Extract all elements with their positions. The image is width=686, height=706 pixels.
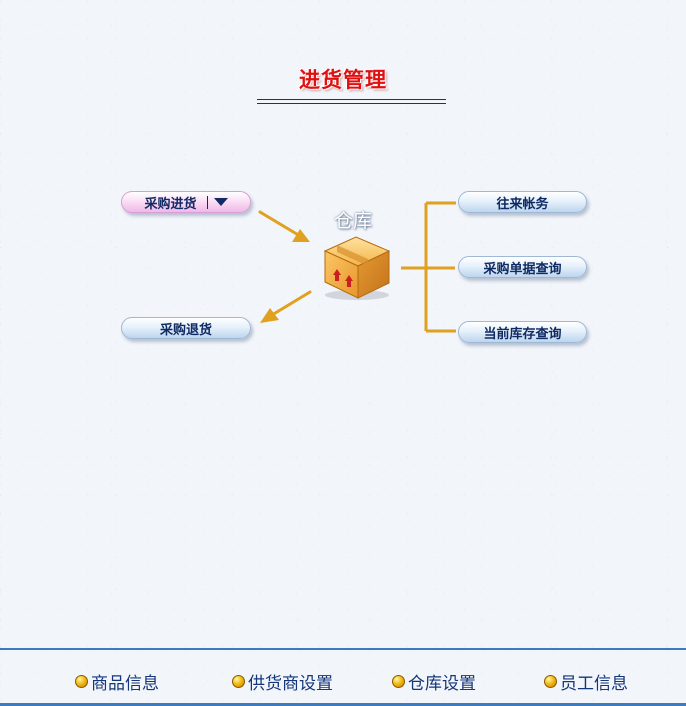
bullet-icon [544, 674, 557, 688]
page-title: 进货管理 [299, 68, 387, 92]
purchase-query-label: 采购单据查询 [483, 261, 562, 277]
arrow-out-icon [260, 290, 312, 323]
arrow-in-icon [258, 210, 310, 242]
purchase-in-button[interactable]: 采购进货 [121, 191, 251, 213]
footer-link-label: 员工信息 [560, 673, 628, 694]
footer-link-label: 仓库设置 [408, 673, 476, 694]
accounts-label: 往来帐务 [496, 196, 549, 212]
chevron-down-icon[interactable] [213, 198, 228, 206]
footer-link-label: 商品信息 [91, 673, 159, 694]
warehouse-label: 仓库 [334, 210, 373, 232]
warehouse-box-icon [323, 236, 391, 300]
stock-query-label: 当前库存查询 [483, 326, 562, 342]
connector-bracket [401, 201, 456, 333]
footer-link-warehouse[interactable]: 仓库设置 [392, 670, 476, 694]
bullet-icon [392, 674, 405, 688]
purchase-in-label: 采购进货 [144, 196, 197, 212]
footer-link-products[interactable]: 商品信息 [75, 670, 159, 694]
footer-link-suppliers[interactable]: 供货商设置 [232, 670, 333, 694]
dropdown-separator [206, 195, 208, 209]
footer-link-staff[interactable]: 员工信息 [544, 670, 628, 694]
purchase-query-button[interactable]: 采购单据查询 [458, 256, 587, 278]
purchase-return-button[interactable]: 采购退货 [121, 317, 251, 339]
accounts-button[interactable]: 往来帐务 [458, 191, 587, 213]
purchase-return-label: 采购退货 [159, 322, 212, 338]
footer-divider [0, 648, 686, 650]
stock-query-button[interactable]: 当前库存查询 [458, 321, 587, 343]
bullet-icon [232, 674, 245, 688]
bullet-icon [75, 674, 88, 688]
footer-link-label: 供货商设置 [248, 673, 333, 694]
title-underline [257, 99, 446, 104]
footer-bottom-border [0, 703, 686, 706]
